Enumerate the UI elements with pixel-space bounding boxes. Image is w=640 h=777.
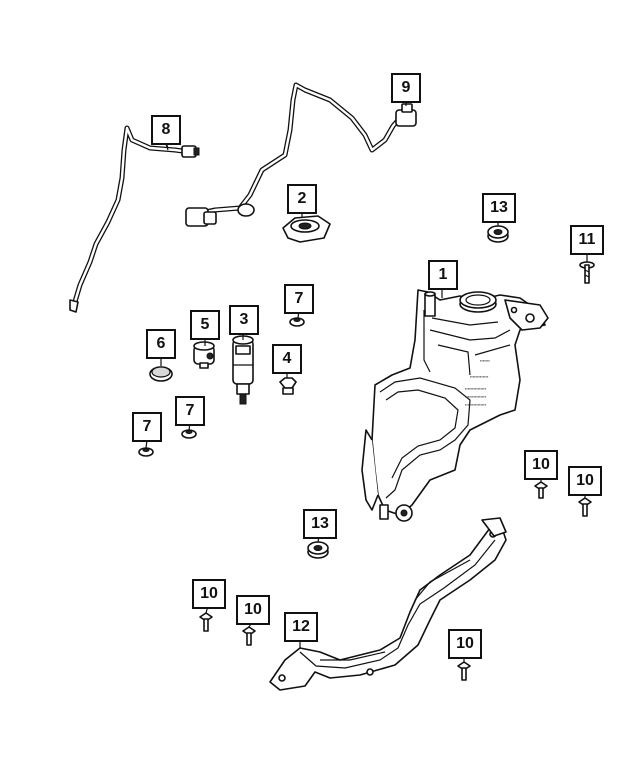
- callout-3[interactable]: 3: [229, 305, 259, 335]
- washer-pump-part-3[interactable]: [232, 335, 254, 405]
- bolt-part-10-c[interactable]: [199, 612, 213, 632]
- clip-part-7-middle[interactable]: [181, 429, 197, 439]
- bolt-part-11[interactable]: [579, 261, 595, 284]
- bracket-part-12[interactable]: [269, 517, 507, 691]
- callout-5[interactable]: 5: [190, 310, 220, 340]
- clip-part-7-left[interactable]: [138, 447, 154, 457]
- bolt-part-10-e[interactable]: [457, 661, 471, 681]
- callout-13-upper[interactable]: 13: [482, 193, 516, 223]
- callout-10-c[interactable]: 10: [192, 579, 226, 609]
- callout-6[interactable]: 6: [146, 329, 176, 359]
- callout-10-a[interactable]: 10: [524, 450, 558, 480]
- clip-part-7-upper[interactable]: [289, 317, 305, 327]
- callout-8[interactable]: 8: [151, 115, 181, 145]
- svg-text:▪▪▪▪▪▪▪: ▪▪▪▪▪▪▪: [480, 358, 491, 363]
- callout-12[interactable]: 12: [284, 612, 318, 642]
- callout-4[interactable]: 4: [272, 344, 302, 374]
- bolt-part-10-d[interactable]: [242, 626, 256, 646]
- washer-hose-part-8[interactable]: [69, 125, 200, 313]
- nut-part-4[interactable]: [279, 377, 297, 395]
- svg-text:▪▪▪▪▪▪▪▪▪▪▪▪▪: ▪▪▪▪▪▪▪▪▪▪▪▪▪: [470, 374, 489, 379]
- callout-7-upper[interactable]: 7: [284, 284, 314, 314]
- svg-text:▪▪▪▪▪▪▪▪▪▪▪▪▪▪▪: ▪▪▪▪▪▪▪▪▪▪▪▪▪▪▪: [465, 386, 487, 391]
- grommet-part-13-lower[interactable]: [307, 541, 329, 559]
- callout-10-b[interactable]: 10: [568, 466, 602, 496]
- callout-9[interactable]: 9: [391, 73, 421, 103]
- bolt-part-10-b[interactable]: [578, 497, 592, 517]
- leader-lines: [145, 101, 588, 662]
- callout-13-lower[interactable]: 13: [303, 509, 337, 539]
- level-sensor-part-5[interactable]: [193, 341, 215, 369]
- bolt-part-10-a[interactable]: [534, 481, 548, 499]
- callout-1[interactable]: 1: [428, 260, 458, 290]
- callout-10-e[interactable]: 10: [448, 629, 482, 659]
- callout-2[interactable]: 2: [287, 184, 317, 214]
- callout-7-left[interactable]: 7: [132, 412, 162, 442]
- callout-7-middle[interactable]: 7: [175, 396, 205, 426]
- callout-11[interactable]: 11: [570, 225, 604, 255]
- callout-10-d[interactable]: 10: [236, 595, 270, 625]
- svg-text:▪▪▪▪▪▪▪▪▪▪▪▪▪▪▪: ▪▪▪▪▪▪▪▪▪▪▪▪▪▪▪: [465, 402, 487, 407]
- seal-part-2[interactable]: [282, 215, 331, 243]
- washer-reservoir-part-1[interactable]: ▪▪▪▪▪▪▪ ▪▪▪▪▪▪▪▪▪▪▪▪▪ ▪▪▪▪▪▪▪▪▪▪▪▪▪▪▪ ▪▪…: [361, 289, 549, 522]
- svg-text:▪▪▪▪▪▪▪▪▪▪▪▪▪▪▪: ▪▪▪▪▪▪▪▪▪▪▪▪▪▪▪: [465, 394, 487, 399]
- plug-part-6[interactable]: [149, 366, 173, 382]
- grommet-part-13-upper[interactable]: [487, 225, 509, 243]
- wiring-harness-part-9[interactable]: [185, 82, 417, 227]
